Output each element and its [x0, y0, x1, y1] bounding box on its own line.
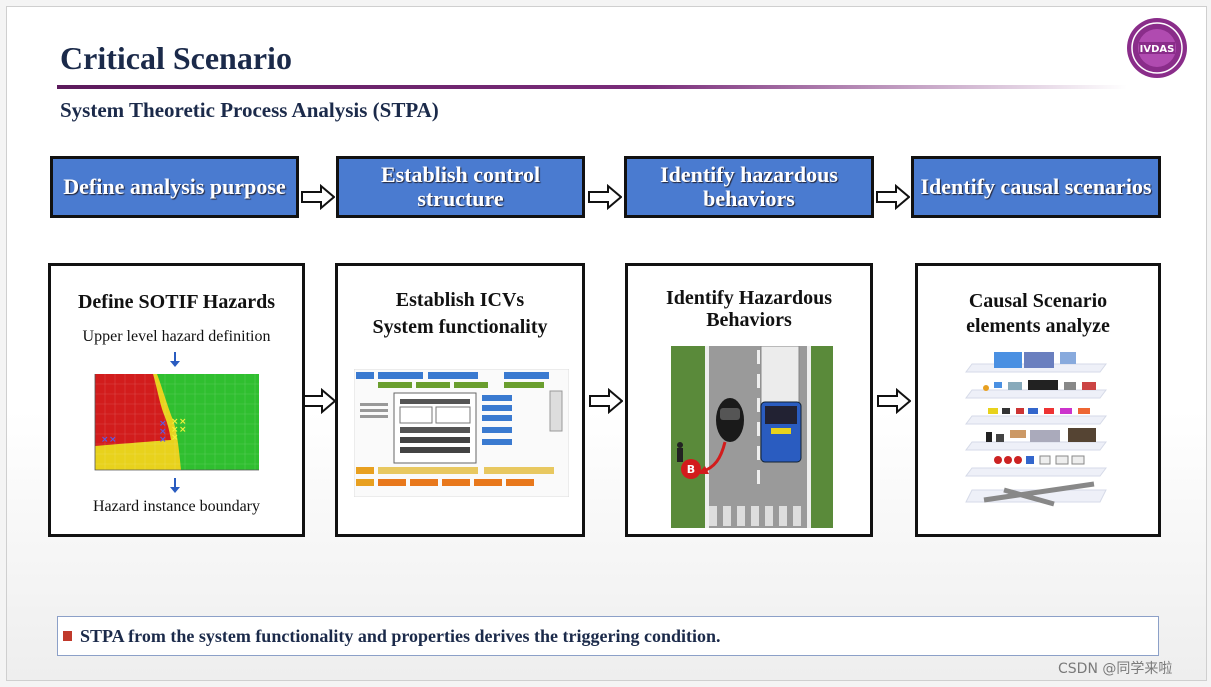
svg-text:×: ×	[179, 425, 187, 435]
right-arrow-icon	[589, 388, 623, 414]
right-arrow-icon	[877, 388, 911, 414]
step-label: Establish control structure	[380, 162, 541, 211]
panel-sotif-hazards: Define SOTIF Hazards Upper level hazard …	[48, 263, 305, 537]
traffic-scene-illustration: B	[671, 346, 833, 528]
slide-title: Critical Scenario	[60, 40, 292, 76]
logo-text: IVDAS	[1140, 44, 1175, 55]
step-define-analysis-purpose: Define analysis purpose	[50, 156, 299, 218]
svg-text:×: ×	[179, 417, 187, 427]
panel-title-line2: System functionality	[372, 316, 548, 338]
svg-text:×: ×	[159, 419, 167, 429]
panel-title-line2: elements analyze	[966, 315, 1110, 337]
svg-text:×: ×	[109, 435, 117, 445]
step-establish-control-structure: Establish control structure	[336, 156, 585, 218]
svg-text:×: ×	[101, 435, 109, 445]
svg-text:×: ×	[171, 433, 179, 443]
step-identify-hazardous-behaviors: Identify hazardous behaviors	[624, 156, 874, 218]
bullet-icon	[63, 631, 72, 641]
title-underline	[57, 85, 1127, 89]
panel-icv-system: Establish ICVs System functionality	[335, 263, 585, 537]
panel-title-line2: Behaviors	[706, 309, 792, 331]
right-arrow-icon	[588, 184, 622, 210]
panel-title-line1: Establish ICVs	[395, 289, 525, 311]
footer-note: STPA from the system functionality and p…	[57, 616, 1159, 656]
upper-level-hazard-note: Upper level hazard definition	[82, 328, 271, 345]
step-label: Define analysis purpose	[63, 174, 286, 199]
scenario-element-layers	[965, 352, 1107, 507]
hazard-boundary-plot: ××× ×× ×× × ××	[94, 374, 259, 471]
panel-causal-scenarios: Causal Scenario elements analyze	[915, 263, 1161, 537]
right-arrow-icon	[876, 184, 910, 210]
watermark: CSDN @同学来啦	[1058, 661, 1173, 677]
hazard-instance-boundary-note: Hazard instance boundary	[92, 498, 261, 515]
right-arrow-icon	[301, 184, 335, 210]
step-label: Identify hazardous behaviors	[660, 162, 838, 211]
panel-title-line1: Identify Hazardous	[665, 287, 833, 309]
panel-title-line1: Causal Scenario	[968, 290, 1108, 312]
pedestrian-marker-label: B	[687, 463, 695, 476]
panel-hazardous-behaviors: Identify Hazardous Behaviors B	[625, 263, 873, 537]
footer-text: STPA from the system functionality and p…	[80, 626, 721, 646]
system-architecture-diagram	[354, 369, 569, 497]
step-identify-causal-scenarios: Identify causal scenarios	[911, 156, 1161, 218]
university-logo: IVDAS	[1127, 18, 1187, 78]
panel-title: Define SOTIF Hazards	[77, 291, 276, 313]
down-arrow-icon	[170, 478, 180, 493]
svg-text:×: ×	[159, 435, 167, 445]
slide-subtitle: System Theoretic Process Analysis (STPA)	[60, 98, 439, 122]
step-label: Identify causal scenarios	[920, 174, 1152, 199]
svg-text:×: ×	[159, 427, 167, 437]
down-arrow-icon	[170, 352, 180, 367]
svg-text:×: ×	[171, 425, 179, 435]
svg-text:×: ×	[171, 417, 179, 427]
right-arrow-icon	[302, 388, 336, 414]
